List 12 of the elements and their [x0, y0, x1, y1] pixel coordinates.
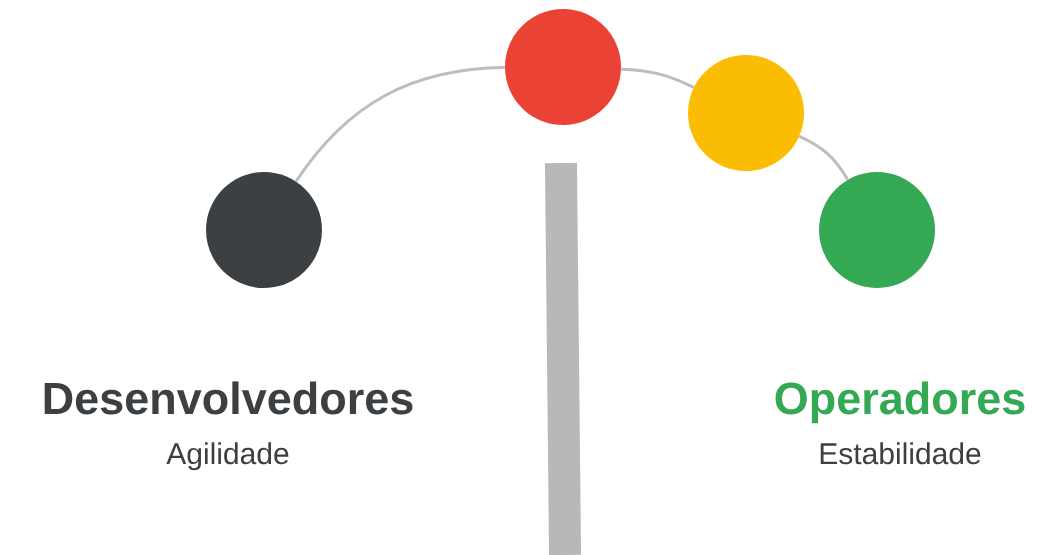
subheading: Agilidade: [166, 442, 289, 471]
circle: [688, 55, 804, 171]
circle: [505, 9, 621, 125]
arc-line: [294, 66, 505, 183]
heading: Operadores: [775, 381, 1025, 424]
arc-line: [621, 67, 695, 89]
bar: [544, 162, 582, 555]
heading: Desenvolvedores: [44, 381, 413, 415]
circle: [819, 172, 935, 288]
subheading: Estabilidade: [820, 442, 981, 465]
arc-line: [798, 135, 849, 181]
circle: [206, 172, 322, 288]
